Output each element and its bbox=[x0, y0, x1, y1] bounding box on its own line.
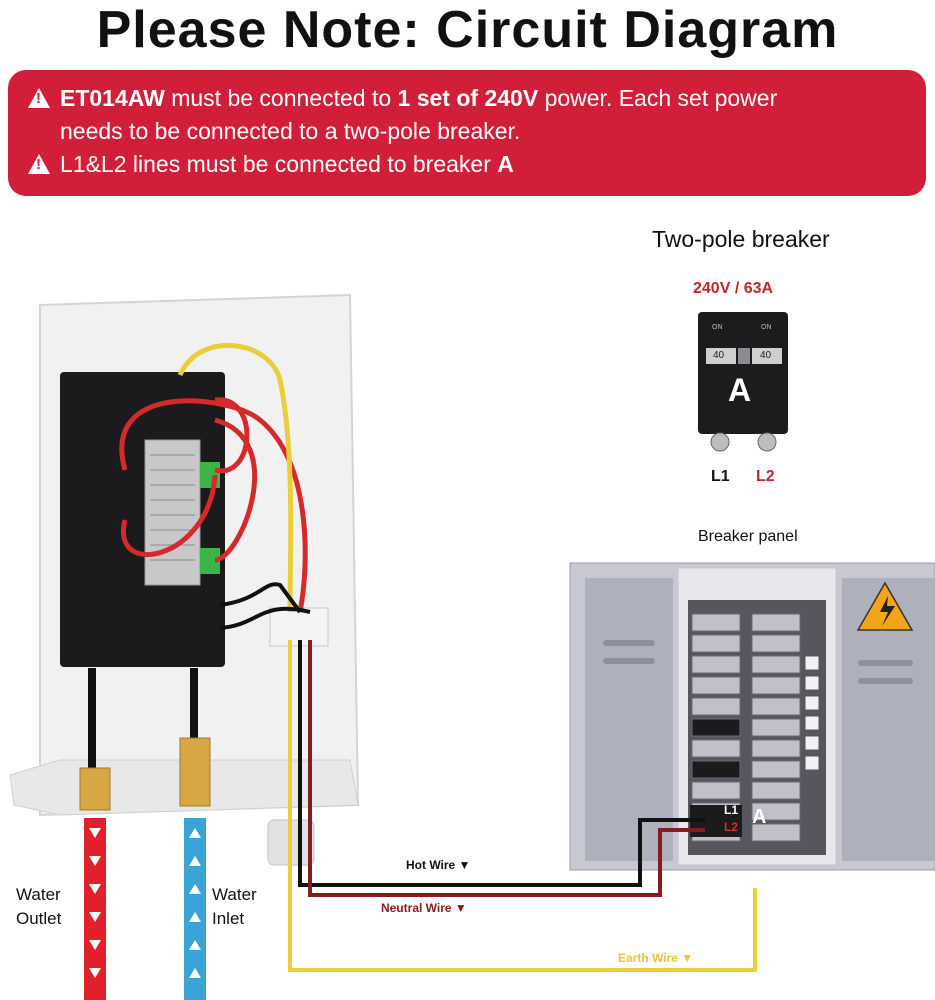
two-pole-breaker bbox=[698, 312, 788, 452]
panel-breaker-slot bbox=[751, 697, 801, 716]
breaker-letter: A bbox=[497, 151, 514, 177]
hot-wire bbox=[298, 640, 705, 887]
panel-terminal bbox=[804, 655, 820, 671]
power-spec: 1 set of 240V bbox=[397, 85, 539, 111]
panel-title: Breaker panel bbox=[698, 528, 798, 545]
panel-terminal bbox=[804, 755, 820, 771]
pole-value: 40 bbox=[713, 350, 725, 361]
panel-breaker-slot bbox=[691, 697, 741, 716]
water-inlet-pipe bbox=[184, 818, 206, 1000]
panel-terminal bbox=[804, 735, 820, 751]
panel-l1: L1 bbox=[724, 803, 739, 817]
l1-label: L1 bbox=[711, 468, 730, 485]
banner-text: L1&L2 lines must be connected to breaker bbox=[60, 151, 491, 177]
banner-text: needs to be connected to a two-pole brea… bbox=[60, 118, 521, 144]
earth-wire-label: Earth Wire ▼ bbox=[618, 951, 694, 965]
panel-terminal bbox=[804, 715, 820, 731]
panel-breaker-slot bbox=[751, 718, 801, 737]
panel-breaker-letter: A bbox=[752, 806, 767, 828]
heat-sink bbox=[144, 439, 201, 586]
panel-breaker-slot bbox=[751, 823, 801, 842]
panel-breaker-slot bbox=[691, 634, 741, 653]
inlet-fitting bbox=[179, 737, 211, 807]
panel-terminal bbox=[804, 695, 820, 711]
panel-l2: L2 bbox=[724, 820, 739, 834]
breaker-on-label: ON bbox=[712, 324, 723, 331]
outlet-fitting bbox=[79, 767, 111, 811]
breaker-rating: 240V / 63A bbox=[693, 280, 774, 297]
warning-icon bbox=[28, 154, 50, 174]
panel-breaker-slot bbox=[691, 718, 741, 737]
warning-banner: ET014AW must be connected to 1 set of 24… bbox=[8, 70, 926, 196]
panel-breaker-slot bbox=[691, 739, 741, 758]
breaker-title: Two-pole breaker bbox=[652, 226, 830, 252]
panel-breaker-slot bbox=[751, 739, 801, 758]
panel-breaker-slot bbox=[751, 676, 801, 695]
neutral-wire bbox=[308, 640, 705, 897]
pole-value: 40 bbox=[760, 350, 772, 361]
panel-breaker-slot bbox=[691, 655, 741, 674]
panel-breaker-slot bbox=[691, 676, 741, 695]
page-title: Please Note: Circuit Diagram bbox=[96, 1, 839, 59]
panel-breaker-slot bbox=[751, 802, 801, 821]
panel-breaker-slot bbox=[751, 760, 801, 779]
neutral-wire-label: Neutral Wire ▼ bbox=[381, 901, 467, 915]
water-outlet-pipe bbox=[84, 818, 106, 1000]
water-inlet-label: Water Inlet bbox=[212, 885, 257, 928]
water-heater bbox=[9, 293, 360, 866]
panel-breaker-slot bbox=[691, 613, 741, 632]
breaker-panel bbox=[569, 562, 935, 871]
panel-breaker-slot bbox=[751, 634, 801, 653]
panel-breaker-slot bbox=[751, 781, 801, 800]
panel-breaker-slot bbox=[691, 760, 741, 779]
l2-label: L2 bbox=[756, 468, 775, 485]
model-name: ET014AW bbox=[60, 85, 165, 111]
breaker-letter: A bbox=[728, 372, 752, 408]
panel-breaker-slot bbox=[751, 613, 801, 632]
banner-text: power. Each set power bbox=[544, 85, 778, 111]
banner-text: must be connected to bbox=[171, 85, 392, 111]
panel-terminal bbox=[804, 675, 820, 691]
breaker-on-label: ON bbox=[761, 324, 772, 331]
water-outlet-label: Water Outlet bbox=[16, 885, 62, 928]
hot-wire-label: Hot Wire ▼ bbox=[406, 858, 471, 872]
earth-wire bbox=[288, 640, 757, 972]
warning-icon bbox=[28, 88, 50, 108]
panel-breaker-slot bbox=[691, 781, 741, 800]
panel-breaker-slot bbox=[751, 655, 801, 674]
